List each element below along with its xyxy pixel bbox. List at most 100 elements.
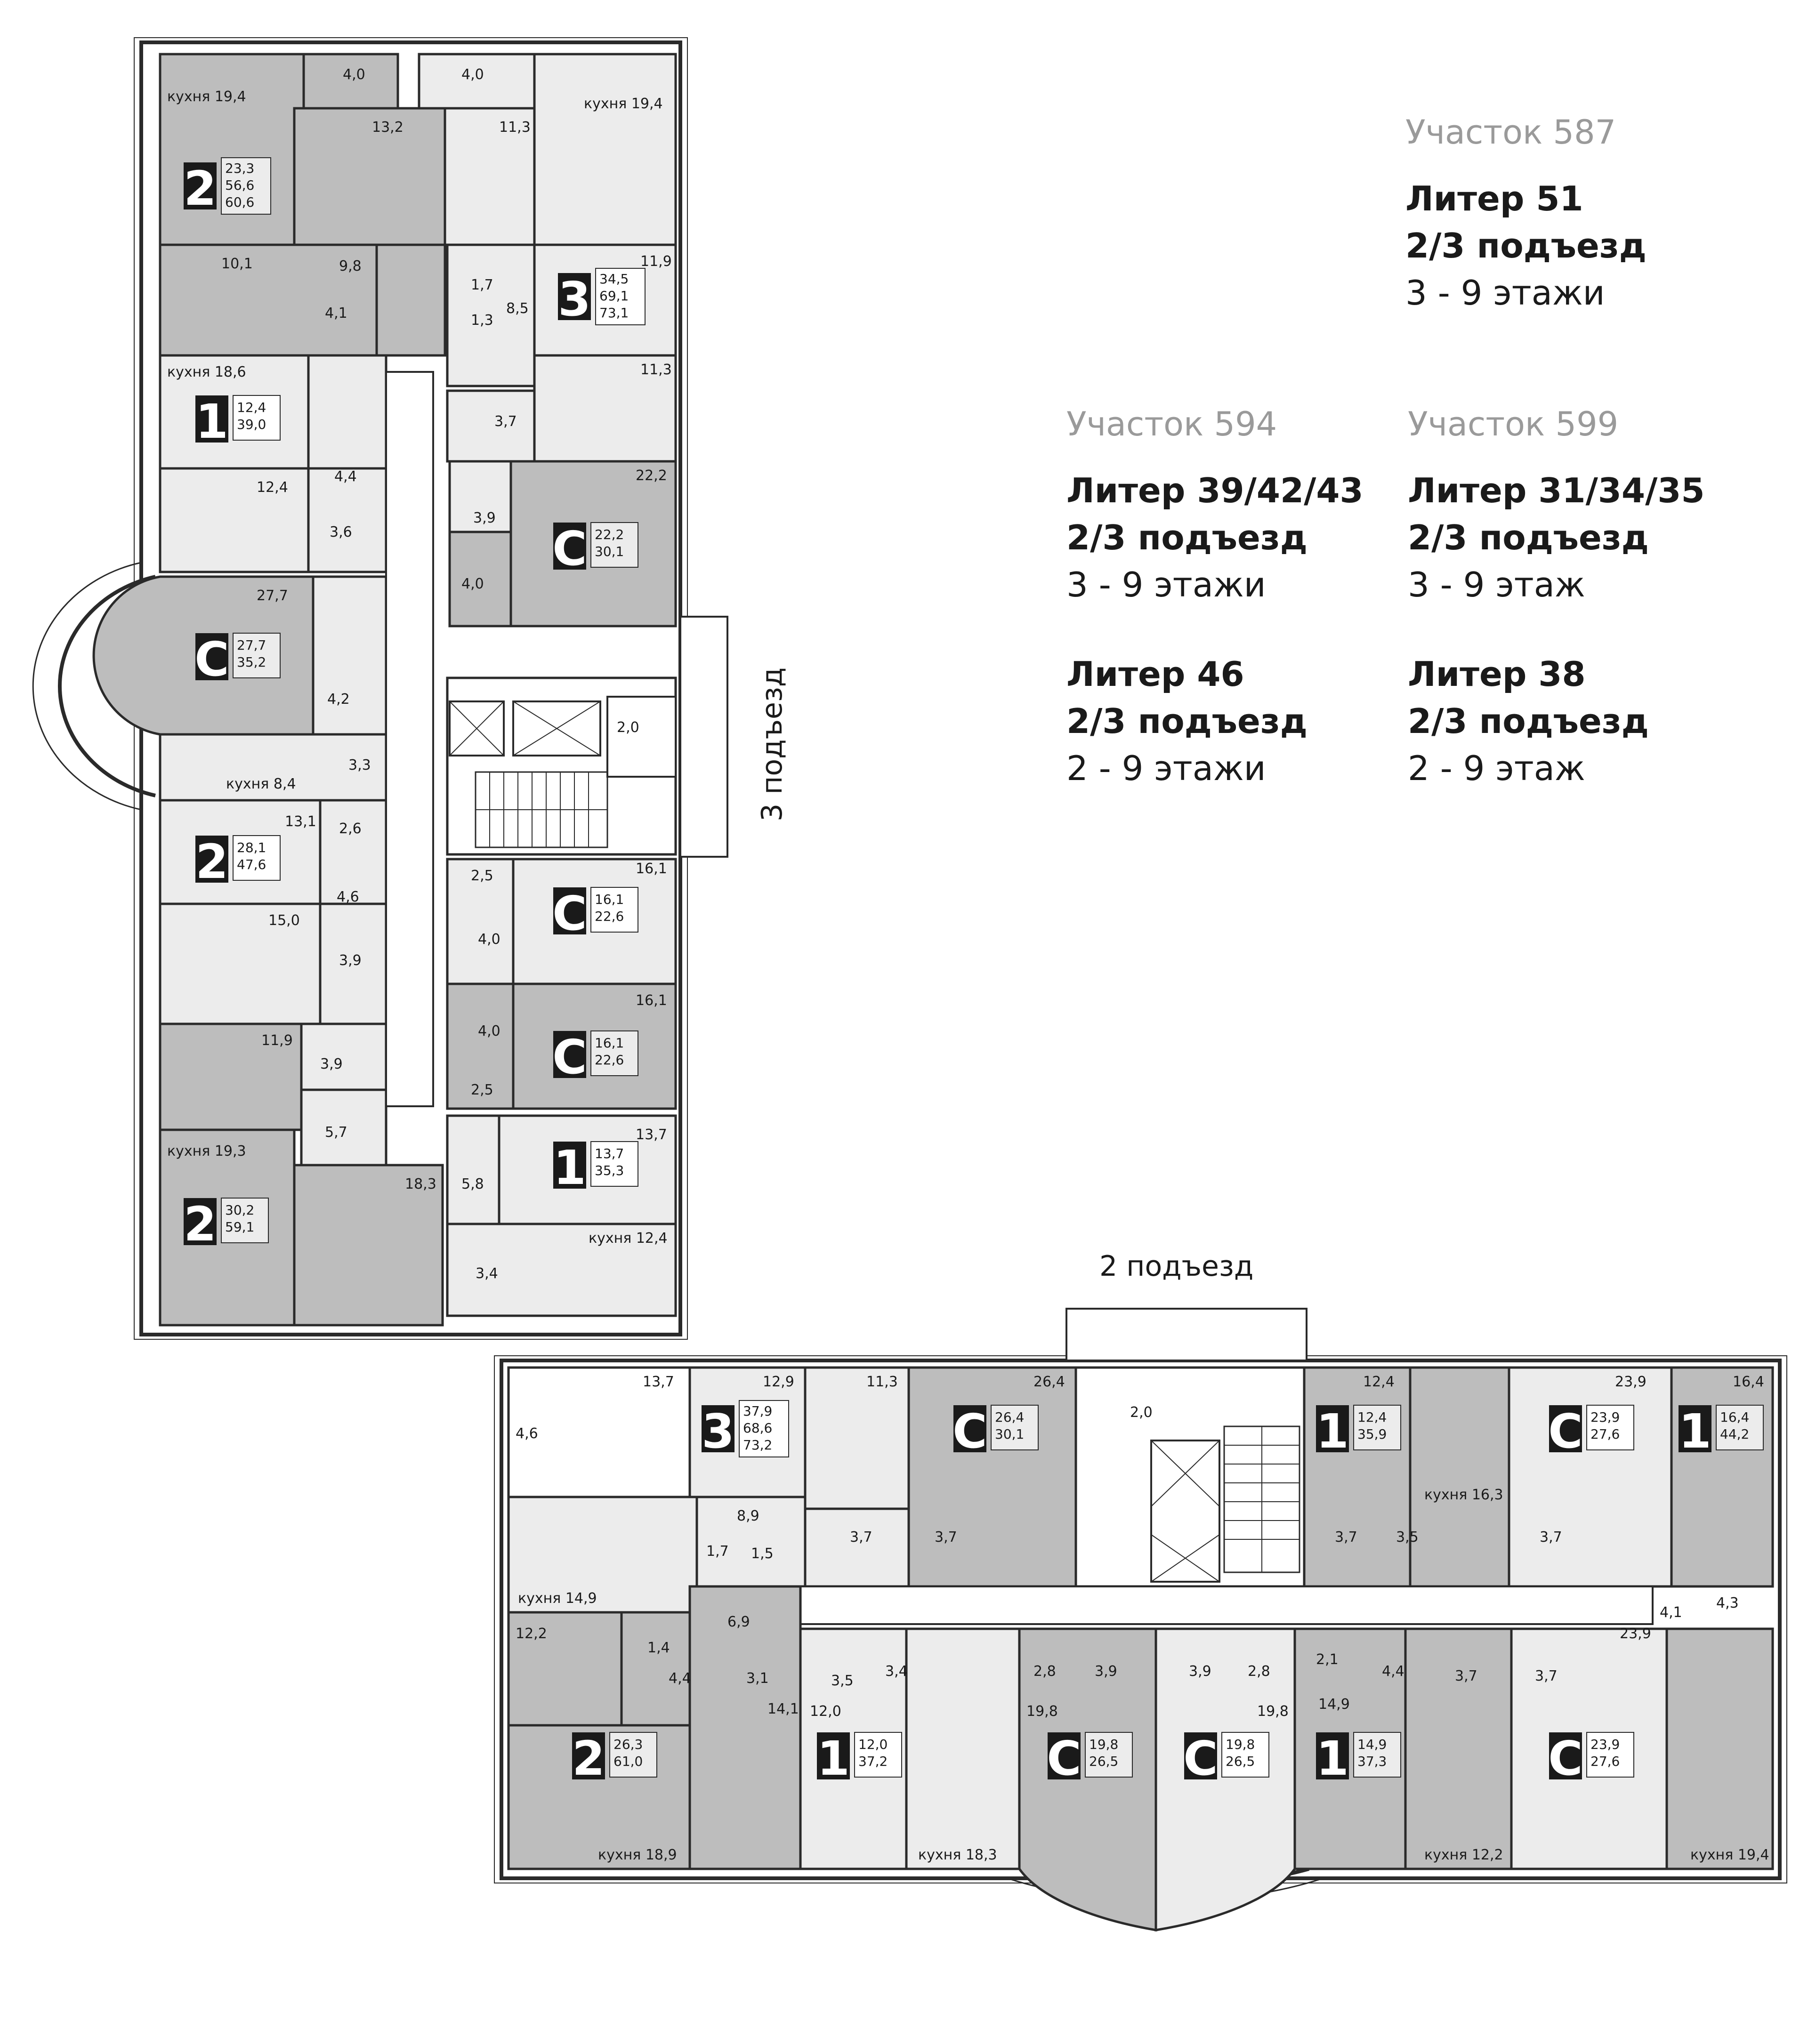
badge-apt-8: С 16,1 22,6	[552, 1030, 638, 1085]
room-label: 3,4	[476, 1265, 498, 1282]
badge-apt-5: С 27,7 35,2	[194, 632, 281, 687]
badge-apt-21: С 23,9 27,6	[1548, 1731, 1634, 1786]
room-label: 1,3	[471, 312, 493, 329]
badge-area: 69,1	[599, 288, 629, 304]
badge-area: 30,1	[995, 1426, 1024, 1442]
room-label: кухня 8,4	[226, 776, 296, 792]
badge-area: 73,1	[599, 305, 629, 321]
entrance-label: 2/3 подъезд	[1408, 518, 1649, 557]
room-label: 3,9	[1189, 1663, 1211, 1680]
core-vertical	[446, 616, 728, 858]
room-label: 3,7	[935, 1529, 957, 1545]
floors-label: 2 - 9 этажи	[1066, 748, 1266, 788]
room-label: 12,9	[763, 1374, 794, 1390]
badge-area: 37,9	[743, 1403, 772, 1419]
badge-area: 22,6	[595, 909, 624, 924]
badge-type: 2	[572, 1731, 605, 1786]
badge-area: 47,6	[237, 857, 266, 872]
room-label: 3,3	[348, 757, 371, 773]
room-label: 4,0	[461, 66, 484, 83]
badge-apt-3: 1 12,4 39,0	[195, 394, 281, 449]
room-label: 4,4	[334, 468, 357, 485]
badge-area: 37,2	[858, 1754, 888, 1769]
room-label: 3,4	[885, 1663, 908, 1680]
apt-v8	[159, 1128, 444, 1327]
badge-area: 13,7	[595, 1146, 624, 1161]
badge-area: 19,8	[1226, 1737, 1255, 1752]
room-label: 11,9	[261, 1032, 293, 1049]
room-label: 13,2	[372, 119, 404, 136]
entrance-3-label: 3 подъезд	[756, 668, 789, 821]
badge-area: 26,5	[1226, 1754, 1255, 1769]
room-label: кухня 19,4	[1690, 1847, 1769, 1863]
room-label: 1,4	[647, 1640, 670, 1656]
badge-area: 35,3	[595, 1163, 624, 1178]
room-label: 1,5	[751, 1545, 774, 1562]
apt-h6	[507, 1585, 802, 1870]
room-label: 10,1	[221, 256, 253, 272]
room-label: кухня 14,9	[518, 1590, 597, 1607]
liter-label: Литер 31/34/35	[1408, 471, 1705, 510]
room-label: 11,3	[640, 362, 672, 378]
room-label: 2,0	[1130, 1404, 1153, 1421]
badge-apt-15: 1 16,4 44,2	[1679, 1404, 1764, 1459]
apt-h3	[1303, 1366, 1510, 1588]
room-label: 23,9	[1620, 1626, 1651, 1642]
badge-area: 22,6	[595, 1052, 624, 1068]
entrance-label: 2/3 подъезд	[1405, 226, 1647, 266]
room-label: 2,5	[471, 1082, 493, 1098]
badge-apt-17: 1 12,0 37,2	[817, 1731, 902, 1786]
badge-apt-19: С 19,8 26,5	[1183, 1731, 1269, 1786]
room-label: 23,9	[1615, 1374, 1647, 1390]
badge-type: С	[1548, 1404, 1582, 1459]
legend-587: Участок 587 Литер 51 2/3 подъезд 3 - 9 э…	[1405, 113, 1647, 316]
room-label: 4,0	[478, 1023, 500, 1039]
badge-area: 12,0	[858, 1737, 888, 1752]
room-label: кухня 12,4	[589, 1230, 668, 1247]
room-label: 26,4	[1033, 1374, 1065, 1390]
badge-apt-10: 2 30,2 59,1	[184, 1197, 269, 1252]
room-label: 3,7	[1540, 1529, 1562, 1545]
badge-area: 56,6	[225, 177, 254, 193]
entrance-2-label: 2 подъезд	[1099, 1250, 1253, 1283]
entrance-label: 2/3 подъезд	[1066, 518, 1308, 557]
room-label: 3,7	[1455, 1668, 1477, 1684]
badge-apt-2: 3 34,5 69,1 73,1	[558, 268, 646, 327]
room-label: 16,4	[1733, 1374, 1764, 1390]
entrance-label: 2/3 подъезд	[1066, 701, 1308, 741]
room-label: 11,3	[499, 119, 531, 136]
floors-label: 3 - 9 этаж	[1408, 565, 1585, 604]
room-label: 8,9	[737, 1508, 759, 1524]
room-label: кухня 19,4	[584, 96, 663, 112]
badge-area: 35,9	[1357, 1426, 1387, 1442]
plot-label: Участок 587	[1405, 113, 1616, 152]
liter-label: Литер 39/42/43	[1066, 471, 1364, 510]
liter-label: Литер 51	[1405, 179, 1583, 218]
legend-599: Участок 599 Литер 31/34/35 2/3 подъезд 3…	[1408, 405, 1705, 792]
room-label: 4,1	[1660, 1604, 1682, 1621]
badge-area: 27,7	[237, 637, 266, 653]
badge-area: 23,9	[1590, 1409, 1620, 1425]
plot-label: Участок 599	[1408, 405, 1619, 443]
room-label: 11,9	[640, 253, 672, 270]
badge-area: 35,2	[237, 654, 266, 670]
apt-v11	[446, 1114, 677, 1317]
room-label: 22,2	[636, 467, 667, 484]
badge-type: С	[1548, 1731, 1582, 1786]
liter-label: Литер 38	[1408, 654, 1586, 694]
room-label: кухня 16,3	[1424, 1487, 1503, 1503]
badge-type: 1	[1316, 1731, 1349, 1786]
apt-v10	[446, 982, 677, 1110]
badge-apt-11: 3 37,9 68,6 73,2	[702, 1400, 789, 1459]
badge-area: 37,3	[1357, 1754, 1387, 1769]
room-label: 18,3	[405, 1176, 436, 1192]
badge-area: 68,6	[743, 1420, 772, 1436]
floors-label: 2 - 9 этаж	[1408, 748, 1585, 788]
room-label: 16,1	[636, 992, 667, 1009]
badge-type: 1	[817, 1731, 850, 1786]
badge-type: С	[552, 886, 587, 941]
room-label: 13,7	[636, 1127, 667, 1143]
room-label: 13,1	[285, 813, 316, 830]
badge-type: 3	[702, 1404, 734, 1459]
